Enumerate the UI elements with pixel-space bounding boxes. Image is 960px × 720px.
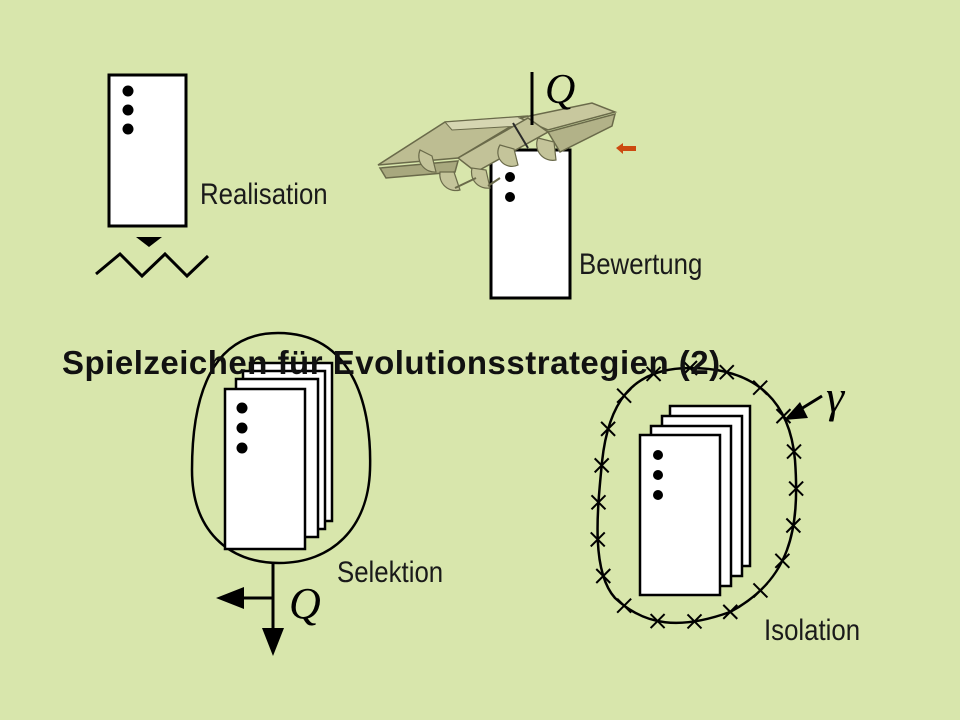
selektion-dot	[236, 422, 248, 434]
selektion-left-arrow-icon	[216, 587, 244, 609]
slide-title: Spielzeichen für Evolutionsstrategien (2…	[62, 344, 721, 381]
bewertung-orange-arrow-icon	[616, 143, 636, 154]
fence-cross-mark	[600, 421, 616, 437]
bewertung-label: Bewertung	[579, 248, 703, 281]
fence-cross-mark	[752, 379, 768, 396]
realisation-symbol	[95, 73, 210, 279]
realisation-dot	[122, 123, 134, 135]
isolation-arrow-icon	[784, 402, 808, 420]
realisation-dot	[122, 85, 134, 97]
bewertung-roof	[377, 102, 618, 192]
realisation-label: Realisation	[200, 178, 328, 211]
isolation-label: Isolation	[764, 614, 861, 647]
selektion-label: Selektion	[337, 556, 444, 589]
realisation-card	[107, 73, 188, 228]
fence-cross-mark	[686, 613, 703, 630]
selektion-down-arrow-icon	[262, 628, 284, 656]
fence-cross-mark	[590, 531, 606, 548]
fence-cross-mark	[649, 613, 666, 629]
realisation-down-arrow-icon	[136, 237, 162, 247]
fence-cross-mark	[788, 480, 804, 497]
fence-cross-mark	[775, 408, 792, 424]
fence-cross-mark	[786, 443, 802, 460]
fence-cross-mark	[774, 553, 791, 569]
isolation-fence	[596, 366, 798, 625]
isolation-symbol: γ	[590, 360, 846, 630]
bewertung-quality-symbol: Q	[545, 67, 575, 113]
fence-cross-mark	[593, 457, 610, 474]
bewertung-symbol: Q	[377, 67, 636, 300]
fence-cross-mark	[752, 582, 769, 599]
selektion-dot	[236, 442, 248, 454]
isolation-dot	[653, 490, 663, 500]
selektion-card-stack	[223, 361, 334, 551]
fence-cross-mark	[682, 360, 698, 376]
bewertung-dot	[505, 192, 515, 202]
bewertung-dot	[505, 172, 515, 182]
isolation-dot	[653, 470, 663, 480]
fence-cross-mark	[719, 364, 735, 380]
fence-cross-mark	[590, 494, 607, 511]
fence-cross-mark	[616, 387, 632, 404]
realisation-dot	[122, 104, 134, 116]
fence-cross-mark	[785, 517, 802, 534]
isolation-gamma-symbol: γ	[826, 371, 846, 422]
selektion-symbol: Q	[190, 331, 372, 656]
fence-cross-mark	[722, 604, 738, 620]
selektion-quality-symbol: Q	[289, 579, 321, 628]
selektion-dot	[236, 402, 248, 414]
fence-cross-mark	[595, 568, 611, 584]
selektion-enclosure	[190, 331, 372, 565]
isolation-fence-crosses	[590, 360, 804, 630]
fence-cross-mark	[616, 597, 632, 614]
bewertung-card	[489, 148, 572, 300]
isolation-dot	[653, 450, 663, 460]
realisation-zigzag	[95, 251, 210, 279]
fence-cross-mark	[645, 366, 662, 382]
isolation-card-stack	[638, 404, 752, 597]
